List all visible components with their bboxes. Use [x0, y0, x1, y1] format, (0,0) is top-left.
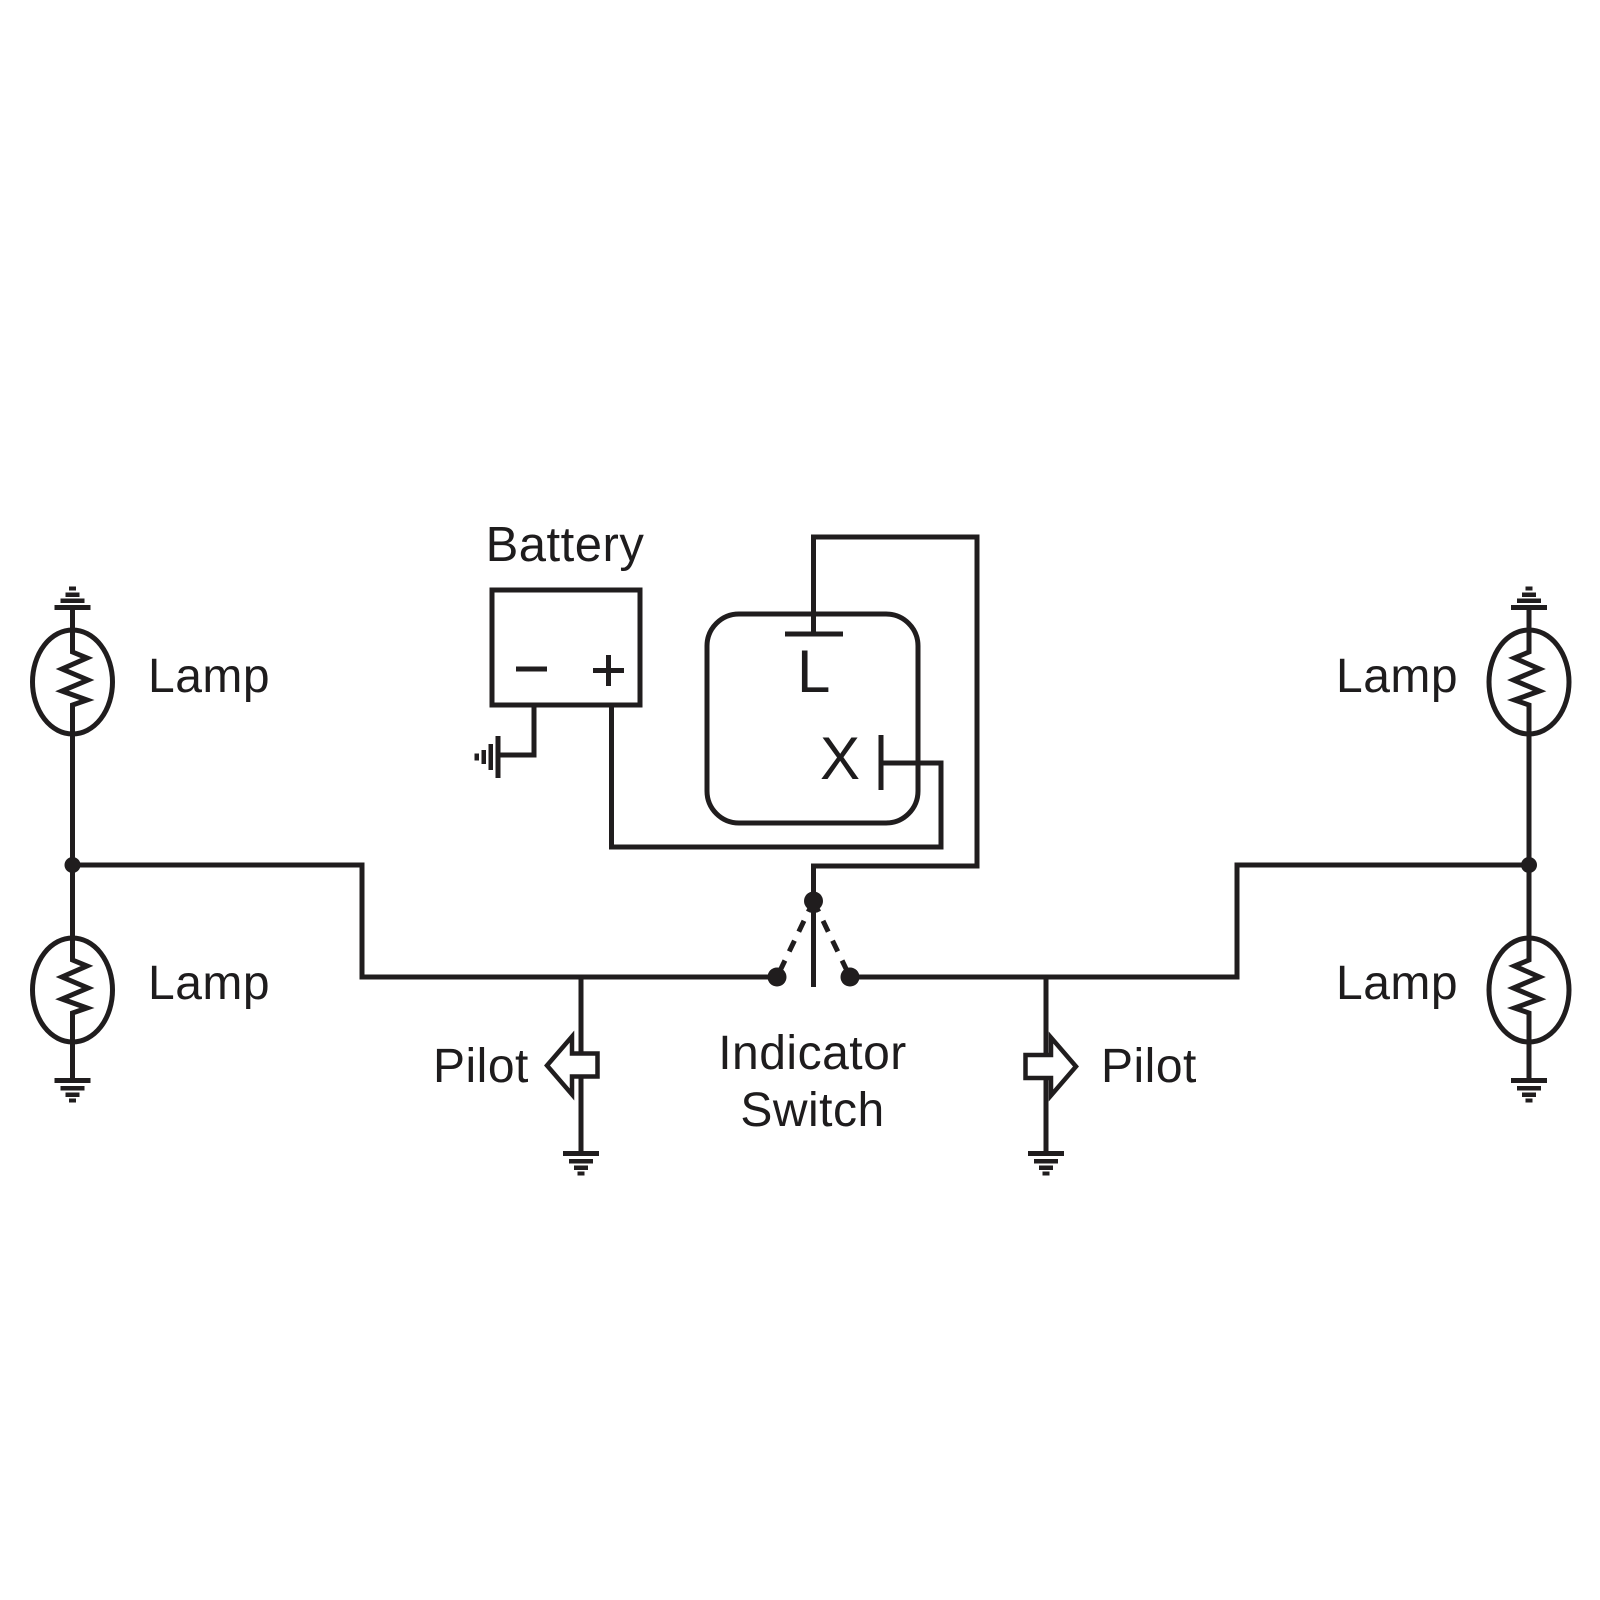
switch-contact-dot [840, 967, 860, 987]
lamp-label-bottom-left: Lamp [148, 957, 271, 1010]
junction-dot [64, 857, 81, 873]
wire-l-terminal-loop [811, 534, 980, 898]
ground-icon [474, 736, 501, 778]
battery-label: Battery [485, 518, 645, 572]
battery-negative-wire [500, 705, 537, 758]
lamp-bulb-icon [1486, 627, 1572, 737]
indicator-switch-label: Indicator Switch [710, 1025, 915, 1139]
flasher-terminal-l-label: L [797, 638, 831, 705]
filament-zigzag-icon [1506, 864, 1547, 1080]
switch-throw-left [774, 899, 816, 979]
wire-left-bus [72, 862, 777, 980]
filament-zigzag-icon [1506, 608, 1547, 864]
lamp-bulb-icon [30, 935, 115, 1045]
switch-throw-right [811, 899, 853, 979]
switch-contact-dot [767, 967, 787, 987]
lamp-bottom-left [30, 864, 115, 1103]
pilot-arrow-right-icon [1023, 1031, 1079, 1102]
ground-icon [1511, 586, 1547, 610]
pilot-left [544, 977, 600, 1176]
lamp-top-left [30, 586, 115, 864]
lamp-bulb-icon [30, 627, 115, 737]
pilot-right [1023, 977, 1079, 1176]
ground-icon [54, 586, 91, 610]
filament-zigzag-icon [55, 864, 95, 1080]
wire-x-terminal-to-battery-plus [609, 705, 944, 850]
ground-icon [1511, 1078, 1547, 1103]
lamp-bulb-icon [1486, 935, 1572, 1045]
flasher-terminal-x-label: X [820, 725, 861, 792]
battery [474, 587, 643, 778]
pilot-label-right: Pilot [1101, 1040, 1197, 1093]
indicator-switch-label-line2: Switch [740, 1084, 885, 1137]
indicator-switch-label-line1: Indicator [718, 1027, 907, 1080]
filament-zigzag-icon [55, 608, 95, 864]
pilot-arrow-left-icon [544, 1030, 600, 1101]
switch-common-dot [804, 891, 823, 911]
indicator-switch [767, 891, 860, 987]
lamp-label-top-right: Lamp [1336, 650, 1459, 703]
lamp-label-top-left: Lamp [148, 650, 271, 703]
pilot-label-left: Pilot [433, 1040, 529, 1093]
battery-box [489, 587, 643, 708]
ground-icon [1028, 1151, 1064, 1176]
lamp-bottom-right [1486, 864, 1572, 1103]
junction-dot [1521, 857, 1537, 873]
ground-icon [563, 1151, 599, 1176]
lamp-label-bottom-right: Lamp [1336, 957, 1459, 1010]
battery-plus-icon [593, 655, 624, 686]
lamp-top-right [1486, 586, 1572, 864]
ground-icon [54, 1078, 91, 1103]
